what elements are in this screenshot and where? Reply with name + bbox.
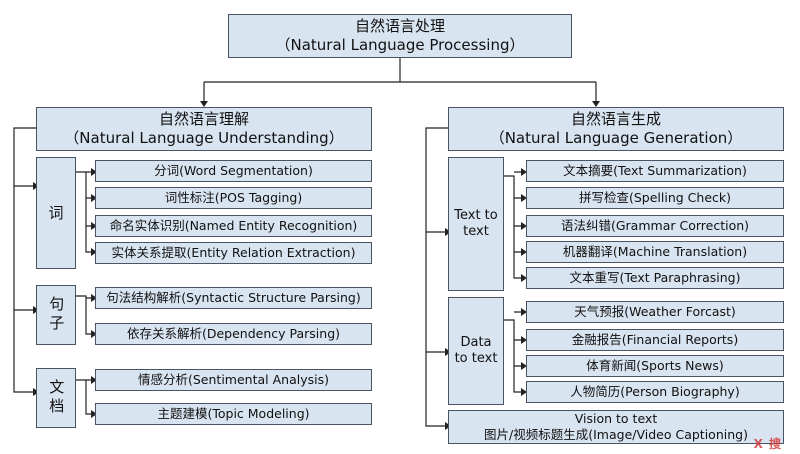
leaf-entity-relation: 实体关系提取(Entity Relation Extraction) (95, 242, 372, 264)
leaf-financial-reports: 金融报告(Financial Reports) (526, 329, 784, 351)
vision-line1: Vision to text (574, 411, 658, 427)
nlu-title-en: （Natural Language Understanding） (64, 129, 344, 147)
leaf-label: 拼写检查(Spelling Check) (578, 190, 731, 206)
leaf-spelling-check: 拼写检查(Spelling Check) (526, 187, 784, 209)
group-text-to-text-label: Text to text (454, 207, 498, 239)
leaf-sentiment-analysis: 情感分析(Sentimental Analysis) (95, 369, 372, 391)
leaf-text-paraphrasing: 文本重写(Text Paraphrasing) (526, 267, 784, 289)
leaf-label: 文本摘要(Text Summarization) (563, 163, 747, 179)
leaf-label: 天气预报(Weather Forcast) (574, 304, 736, 320)
group-sentence: 句子 (36, 285, 76, 345)
leaf-machine-translation: 机器翻译(Machine Translation) (526, 241, 784, 263)
leaf-label: 语法纠错(Grammar Correction) (560, 218, 750, 234)
nlu-title-cn: 自然语言理解 (158, 110, 249, 129)
leaf-dependency-parsing: 依存关系解析(Dependency Parsing) (95, 323, 372, 345)
root-node: 自然语言处理 （Natural Language Processing） (228, 14, 572, 58)
group-data-to-text-label: Data to text (454, 334, 498, 366)
leaf-text-summarization: 文本摘要(Text Summarization) (526, 160, 784, 182)
leaf-label: 体育新闻(Sports News) (586, 358, 724, 374)
leaf-pos-tagging: 词性标注(POS Tagging) (95, 187, 372, 209)
leaf-person-biography: 人物简历(Person Biography) (526, 381, 784, 403)
watermark-logo: X 搜 (753, 437, 782, 451)
leaf-label: 人物简历(Person Biography) (570, 384, 740, 400)
leaf-label: 词性标注(POS Tagging) (164, 190, 303, 206)
leaf-topic-modeling: 主题建模(Topic Modeling) (95, 403, 372, 425)
leaf-label: 命名实体识别(Named Entity Recognition) (109, 218, 358, 234)
leaf-weather-forecast: 天气预报(Weather Forcast) (526, 301, 784, 323)
group-document: 文档 (36, 368, 76, 428)
leaf-label: 主题建模(Topic Modeling) (157, 406, 310, 422)
vision-line2: 图片/视频标题生成(Image/Video Captioning) (484, 427, 748, 442)
leaf-ner: 命名实体识别(Named Entity Recognition) (95, 215, 372, 237)
nlg-node: 自然语言生成 （Natural Language Generation） (448, 107, 784, 151)
leaf-label: 依存关系解析(Dependency Parsing) (126, 326, 341, 342)
leaf-word-segmentation: 分词(Word Segmentation) (95, 160, 372, 182)
leaf-sports-news: 体育新闻(Sports News) (526, 355, 784, 377)
leaf-label: 情感分析(Sentimental Analysis) (138, 372, 329, 388)
vision-to-text-node: Vision to text 图片/视频标题生成(Image/Video Cap… (448, 410, 784, 444)
leaf-label: 分词(Word Segmentation) (154, 163, 313, 179)
nlg-title-en: （Natural Language Generation） (489, 129, 743, 147)
group-data-to-text: Data to text (448, 297, 504, 405)
leaf-label: 金融报告(Financial Reports) (571, 332, 739, 348)
leaf-label: 文本重写(Text Paraphrasing) (569, 270, 741, 286)
leaf-label: 实体关系提取(Entity Relation Extraction) (111, 245, 356, 261)
group-document-label: 文档 (47, 379, 66, 417)
leaf-syntactic-parsing: 句法结构解析(Syntactic Structure Parsing) (95, 287, 372, 309)
nlg-title-cn: 自然语言生成 (570, 110, 661, 129)
leaf-label: 机器翻译(Machine Translation) (562, 244, 748, 260)
group-word-label: 词 (48, 203, 64, 222)
leaf-grammar-correction: 语法纠错(Grammar Correction) (526, 215, 784, 237)
group-word: 词 (36, 157, 76, 269)
group-text-to-text: Text to text (448, 157, 504, 291)
nlu-node: 自然语言理解 （Natural Language Understanding） (36, 107, 372, 151)
root-title-cn: 自然语言处理 (354, 17, 445, 36)
leaf-label: 句法结构解析(Syntactic Structure Parsing) (106, 290, 361, 306)
root-title-en: （Natural Language Processing） (275, 36, 525, 54)
group-sentence-label: 句子 (47, 296, 66, 334)
